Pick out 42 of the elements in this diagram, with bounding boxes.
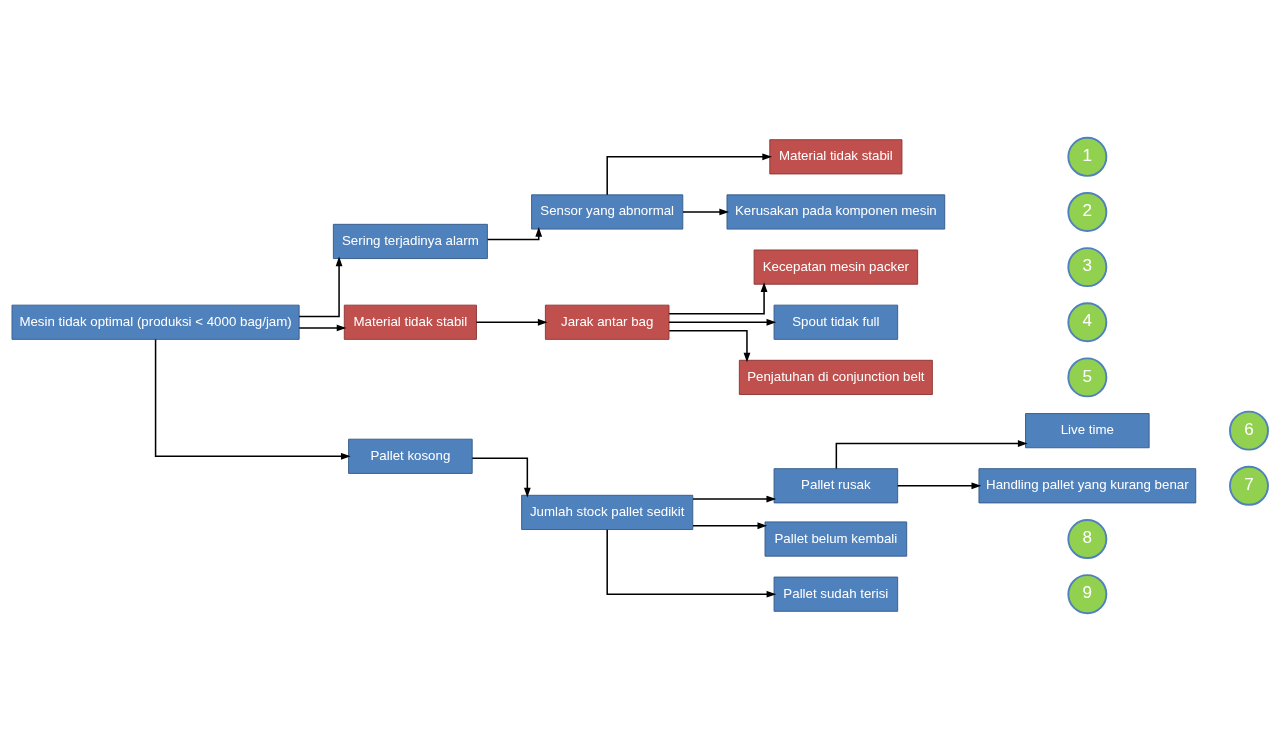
node-box: Mesin tidak optimal (produksi < 4000 bag/jam) <box>11 304 300 340</box>
node-circle: 1 <box>1067 136 1108 177</box>
arrow <box>606 529 777 598</box>
node-box: Pallet belum kembali <box>764 521 908 557</box>
node-circle: 9 <box>1067 574 1108 615</box>
arrow <box>668 318 777 326</box>
arrow <box>154 338 351 460</box>
node-circle: 3 <box>1067 247 1108 288</box>
node-circle: 5 <box>1067 357 1108 398</box>
arrow <box>692 495 777 503</box>
node-box: Kecepatan mesin packer <box>753 249 919 285</box>
node-circle: 7 <box>1229 465 1269 506</box>
node-box: Kerusakan pada komponen mesin <box>726 194 946 230</box>
node-circle: 8 <box>1067 519 1108 559</box>
node-box: Pallet rusak <box>773 468 899 504</box>
node-box: Jumlah stock pallet sedikit <box>521 494 694 530</box>
node-circle: 4 <box>1067 302 1108 343</box>
node-box: Material tidak stabil <box>343 304 477 340</box>
arrow <box>471 457 531 498</box>
arrow <box>298 324 347 332</box>
node-box: Sensor yang abnormal <box>531 194 684 230</box>
node-box: Handling pallet yang kurang benar <box>978 468 1197 504</box>
node-circle: 2 <box>1067 192 1108 232</box>
arrow <box>692 522 768 530</box>
node-box: Live time <box>1025 413 1150 449</box>
node-circle: 6 <box>1229 410 1269 451</box>
node-box: Pallet sudah terisi <box>773 576 899 612</box>
arrow <box>668 330 751 363</box>
arrow <box>896 482 982 490</box>
arrow <box>486 226 543 241</box>
arrow <box>835 440 1028 470</box>
node-box: Material tidak stabil <box>769 139 903 175</box>
node-box: Pallet kosong <box>348 438 473 474</box>
arrow <box>606 153 773 196</box>
node-box: Jarak antar bag <box>544 304 670 340</box>
arrow <box>682 208 730 216</box>
arrow <box>668 282 768 315</box>
node-box: Sering terjadinya alarm <box>332 223 488 260</box>
arrow <box>475 318 548 326</box>
node-box: Spout tidak full <box>773 304 899 340</box>
node-box: Penjatuhan di conjunction belt <box>738 359 933 395</box>
arrow <box>298 256 343 318</box>
